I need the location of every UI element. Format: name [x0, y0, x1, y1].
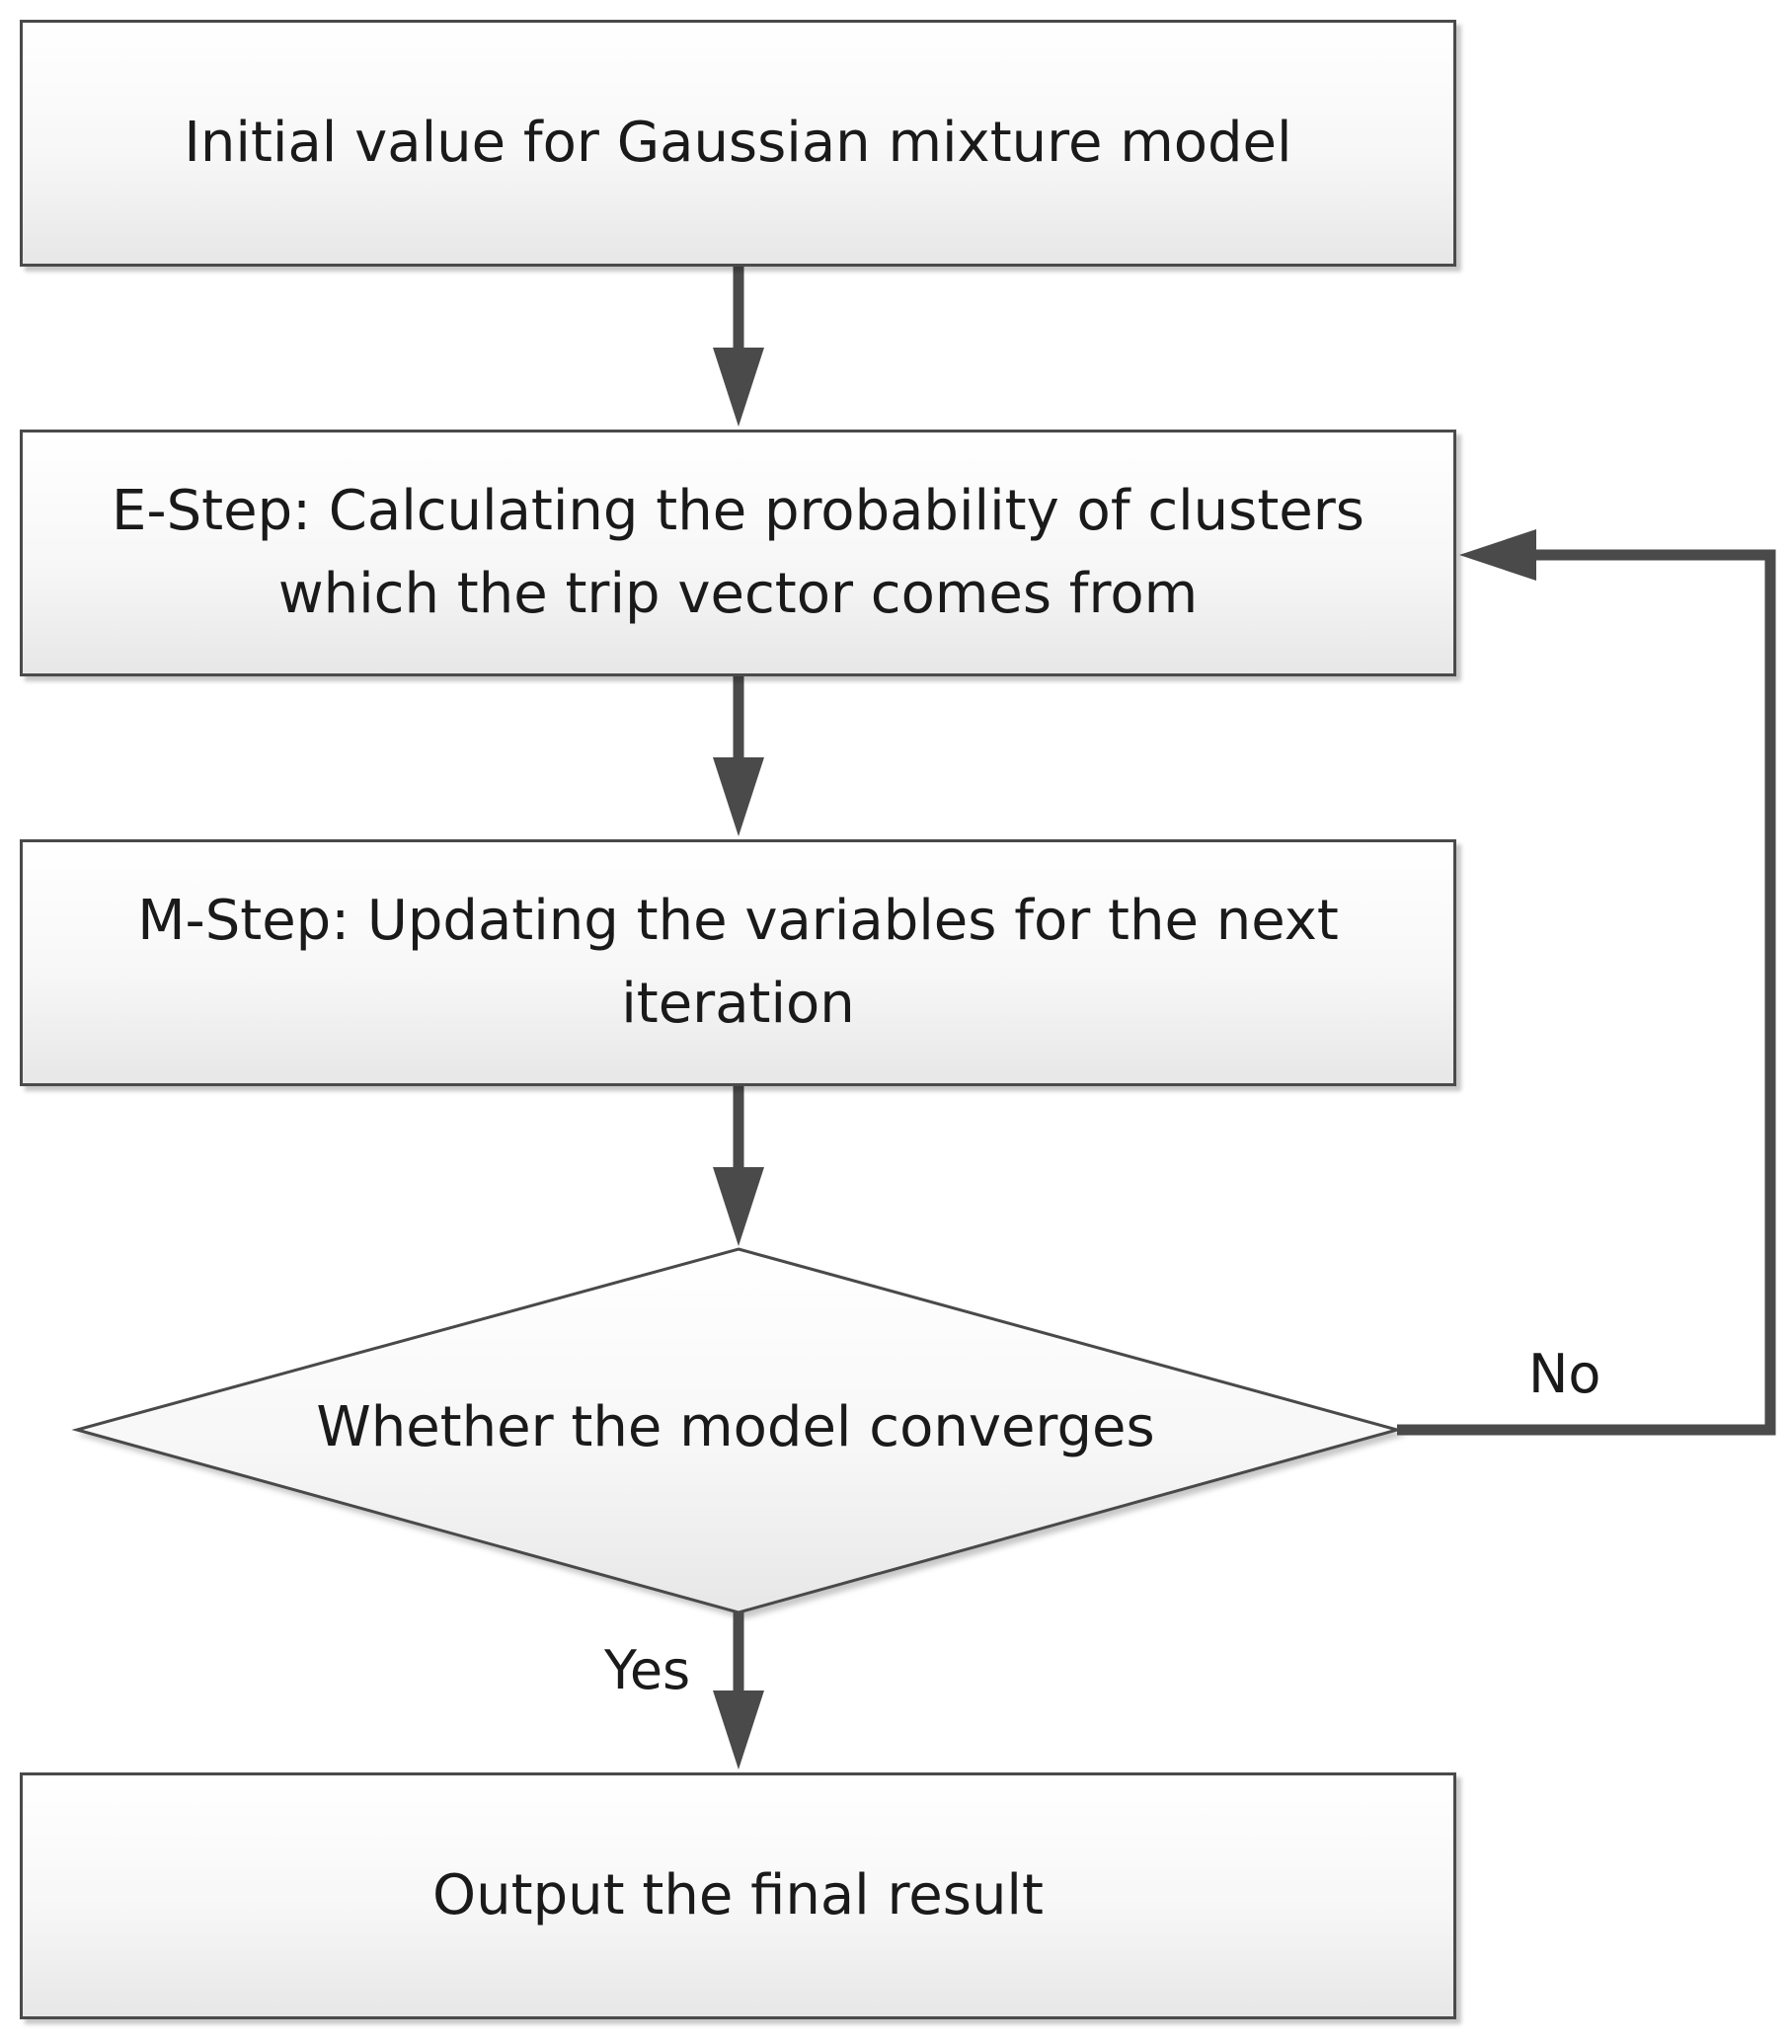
output-step-box: Output the final result — [20, 1772, 1456, 2019]
output-step-label: Output the final result — [432, 1863, 1044, 1927]
arrow-mstep-to-decision — [713, 1086, 764, 1246]
init-step-box: Initial value for Gaussian mixture model — [20, 20, 1456, 267]
m-step-label-line2: iteration — [621, 972, 855, 1036]
e-step-label-line2: which the trip vector comes from — [277, 562, 1199, 626]
edge-label-yes: Yes — [604, 1639, 691, 1701]
decision-label: Whether the model converges — [316, 1395, 1155, 1459]
arrow-decision-to-estep-no — [1397, 529, 1776, 1436]
e-step-box: E-Step: Calculating the probability of c… — [20, 430, 1456, 676]
m-step-label-line1: M-Step: Updating the variables for the n… — [137, 889, 1339, 953]
init-step-label: Initial value for Gaussian mixture model — [184, 111, 1292, 175]
edge-label-no: No — [1528, 1343, 1601, 1405]
e-step-label-line1: E-Step: Calculating the probability of c… — [112, 479, 1364, 543]
arrow-estep-to-mstep — [713, 676, 764, 836]
arrow-decision-to-output-yes — [713, 1612, 764, 1769]
arrow-init-to-estep — [713, 267, 764, 427]
m-step-box: M-Step: Updating the variables for the n… — [20, 839, 1456, 1086]
